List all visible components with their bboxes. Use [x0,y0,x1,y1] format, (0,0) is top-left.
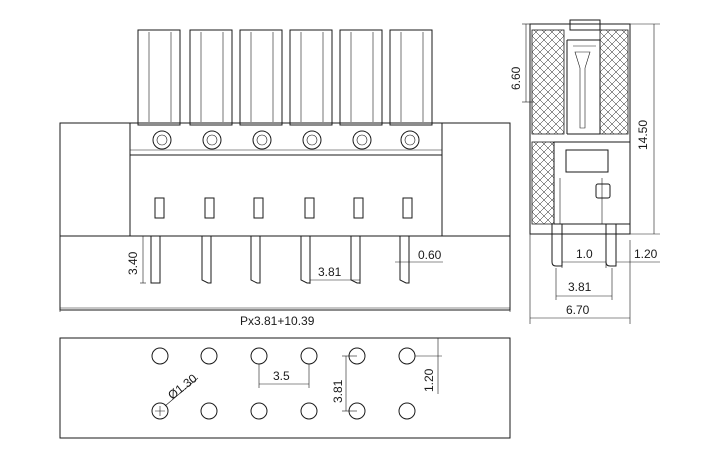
screw-heads [152,130,420,150]
dim-side-pitch-label: 3.81 [568,280,592,294]
dim-pin-width-label: 0.60 [418,248,442,262]
dim-pin-length-label: 3.40 [126,251,140,275]
dim-hole-dia-label: Ø1.30 [165,371,200,402]
side-view: 6.60 14.50 1.0 1.20 3.81 [509,19,660,324]
pins [150,236,410,284]
dim-side-pitch: 3.81 [555,268,613,300]
dim-hole-pitch-y-label: 3.81 [331,379,345,403]
dim-overall-length: Px3.81+10.39 [59,300,511,328]
dim-pitch-front: 3.81 [309,262,361,284]
dim-side-width-label: 6.70 [566,303,590,317]
dim-pin-width: 0.60 [395,248,443,266]
dim-side-height-label: 14.50 [636,120,650,150]
plug-body [129,122,443,237]
dim-hole-pitch-y: 3.81 [331,355,357,412]
dim-overall-length-label: Px3.81+10.39 [240,314,315,328]
dim-side-inner: 1.0 [561,246,607,268]
pcb-layout: Ø1.30 3.5 3.81 1.20 [59,337,511,439]
dim-hole-pitch-x: 3.5 [258,364,310,388]
dim-pitch-front-label: 3.81 [318,265,342,279]
pcb-outline [59,337,511,439]
dim-side-top-label: 6.60 [509,66,523,90]
dim-side-offset-label: 1.20 [634,247,658,261]
dim-hole-pitch-x-label: 3.5 [273,369,290,383]
holes-bottom-row [151,402,416,420]
wire-slots [154,197,413,219]
dim-pin-length: 3.40 [126,235,146,284]
front-view: 3.40 3.81 0.60 Px3.81+10.39 [59,29,511,328]
dim-hole-offset: 1.20 [415,338,442,394]
dim-side-width: 6.70 [529,234,631,324]
side-outline [529,23,631,235]
holes-top-row [151,347,416,365]
plug-fingers [137,29,433,126]
dim-side-offset: 1.20 [616,240,660,268]
dim-side-inner-label: 1.0 [576,247,593,261]
dim-side-top: 6.60 [509,23,534,103]
dim-hole-dia: Ø1.30 [164,371,200,407]
dim-side-height: 14.50 [620,23,660,235]
dim-hole-offset-label: 1.20 [422,368,436,392]
